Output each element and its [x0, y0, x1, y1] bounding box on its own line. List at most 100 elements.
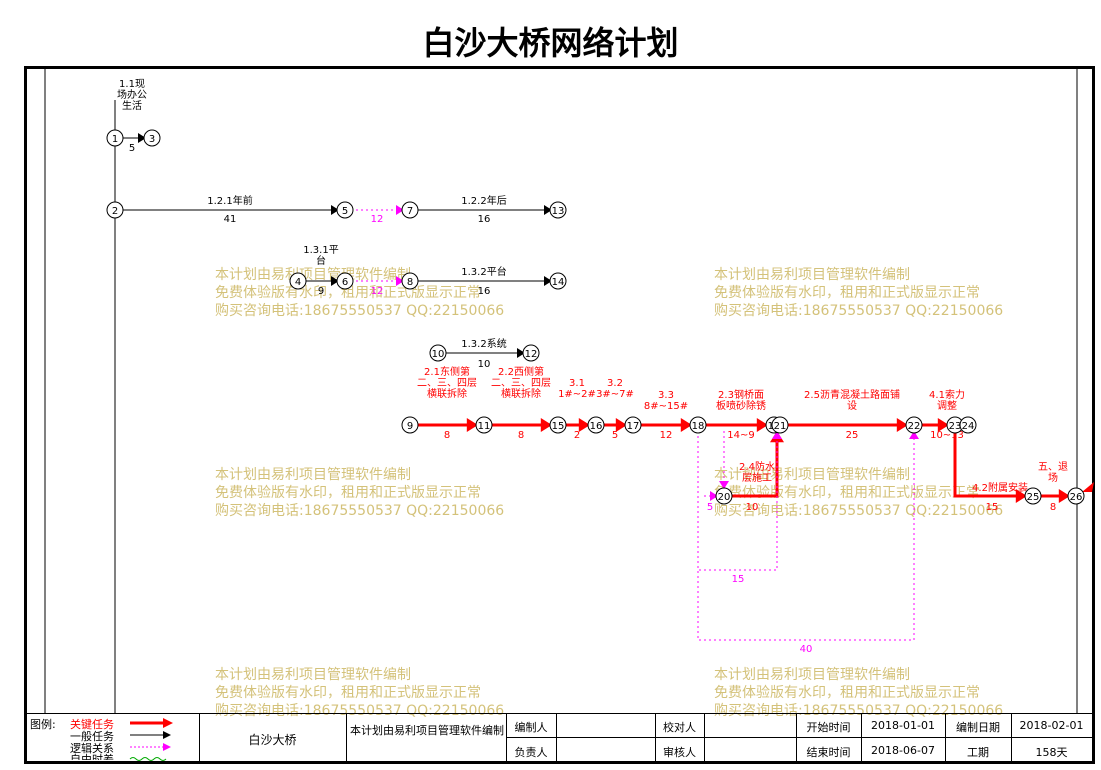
activity-label: 5: [129, 143, 135, 154]
arrow-head: [615, 418, 627, 432]
owner-label: 负责人: [514, 746, 548, 759]
watermark-line: 购买咨询电话:18675550537 QQ:22150066: [714, 503, 1004, 519]
arrow-head: [909, 431, 919, 439]
activity-label: 场办公: [117, 88, 147, 101]
activity-label: 1.3.2平台: [461, 265, 506, 278]
software-note: 本计划由易利项目管理软件编制: [350, 724, 504, 737]
node-circle: [905, 416, 923, 434]
info-table: 图例: 关键任务 一般任务 逻辑关系 自由时差 白沙大桥 本计划由易利项目管理软…: [27, 713, 1092, 762]
node-circle: [771, 416, 789, 434]
activity-label: 25: [846, 430, 859, 441]
node-circle: [401, 272, 419, 290]
node-circle: [401, 416, 419, 434]
date-label: 编制日期: [956, 721, 1000, 734]
node-label: 3: [149, 134, 155, 145]
end-flag: [1082, 482, 1094, 492]
activity-label: 5: [612, 430, 618, 441]
node-label: 8: [407, 277, 413, 288]
node-label: 26: [1070, 492, 1083, 503]
activity-label: 8: [444, 430, 450, 441]
legend-item-normal: 一般任务: [70, 730, 114, 743]
node-circle: [336, 201, 354, 219]
node-circle: [289, 272, 307, 290]
activity-label: 8: [518, 430, 524, 441]
checker-label: 校对人: [663, 721, 696, 734]
arrow-head: [719, 481, 729, 489]
watermark-line: 免费体验版有水印，租用和正式版显示正常: [714, 285, 980, 301]
legend-item-float: 自由时差: [70, 753, 114, 760]
legend-float-swatch: [129, 757, 167, 761]
node-label: 15: [552, 421, 565, 432]
node-circle: [959, 416, 977, 434]
activity-label: 1.3.1平: [303, 245, 338, 256]
activity-label: 设: [847, 400, 857, 412]
activity-label: 9: [318, 286, 324, 297]
activity-label: 10~13: [930, 430, 964, 441]
date-value: 2018-02-01: [1019, 719, 1084, 732]
activity-label: 16: [478, 286, 491, 297]
activity-label: 台: [316, 254, 326, 267]
node-circle: [401, 201, 419, 219]
activity-label: 1.3.2系统: [461, 337, 506, 350]
node-circle: [429, 344, 447, 362]
activity-label: 12: [371, 214, 384, 225]
activity-label: 15: [986, 502, 999, 513]
node-label: 12: [525, 349, 538, 360]
arrow-head: [544, 276, 552, 286]
activity-label: 40: [800, 644, 813, 655]
watermark: 本计划由易利项目管理软件编制 免费体验版有水印，租用和正式版显示正常 购买咨询电…: [215, 466, 504, 520]
node-label: 21: [774, 421, 787, 432]
activity-label: 2.2西侧第: [498, 365, 544, 378]
end-label: 结束时间: [806, 746, 851, 759]
arrow-head: [896, 418, 908, 432]
watermark: 本计划由易利项目管理软件编制 免费体验版有水印，租用和正式版显示正常 购买咨询电…: [215, 666, 504, 720]
watermark: 本计划由易利项目管理软件编制 免费体验版有水印，租用和正式版显示正常 购买咨询电…: [215, 266, 504, 320]
arrow-head: [772, 431, 782, 439]
activity-label: 10: [478, 359, 491, 370]
arrow-head: [396, 276, 404, 286]
activity-label: 调整: [937, 399, 957, 412]
arrow-head: [680, 418, 692, 432]
arrow-head: [1015, 489, 1027, 503]
activity-label: 1.1现: [119, 78, 145, 90]
activity-label: 2.4防水: [739, 460, 775, 473]
activity-arrow: [953, 431, 1027, 498]
node-circle: [624, 416, 642, 434]
legend-item-critical: 关键任务: [70, 718, 114, 731]
activity-label: 5: [707, 502, 713, 513]
activity-label: 3.2: [607, 378, 623, 389]
diagram-frame: [24, 66, 1095, 764]
period-value: 158天: [1035, 746, 1068, 759]
watermark-line: 免费体验版有水印，租用和正式版显示正常: [714, 685, 980, 701]
node-label: 2: [112, 206, 118, 217]
node-label: 4: [295, 277, 301, 288]
activity-label: 横联拆除: [501, 387, 541, 400]
info-table-grid: [27, 713, 1092, 762]
node-label: 14: [552, 277, 565, 288]
activity-label: 2.5沥青混凝土路面铺: [804, 388, 900, 401]
node-label: 22: [908, 421, 921, 432]
node-label: 5: [342, 206, 348, 217]
node-circle: [143, 129, 161, 147]
watermark: 本计划由易利项目管理软件编制 免费体验版有水印，租用和正式版显示正常 购买咨询电…: [714, 266, 1003, 320]
arrow-head: [1058, 489, 1070, 503]
node-label: 10: [432, 349, 445, 360]
activity-label: 15: [732, 574, 745, 585]
start-label: 开始时间: [806, 721, 851, 734]
node-circle: [549, 201, 567, 219]
arrow-head: [756, 418, 768, 432]
compiler-label: 编制人: [514, 721, 548, 734]
activity-label: 41: [224, 214, 237, 225]
node-label: 18: [692, 421, 705, 432]
activity-label: 2.1东侧第: [424, 365, 470, 378]
activity-label: 板喷砂除锈: [716, 399, 766, 412]
node-circle: [106, 201, 124, 219]
project-name: 白沙大桥: [248, 733, 297, 747]
watermark-line: 本计划由易利项目管理软件编制: [215, 467, 411, 483]
arrow-head: [578, 418, 590, 432]
watermark-line: 购买咨询电话:18675550537 QQ:22150066: [215, 703, 505, 719]
node-circle: [336, 272, 354, 290]
activity-label: 16: [478, 214, 491, 225]
reviewer-label: 审核人: [663, 746, 696, 759]
